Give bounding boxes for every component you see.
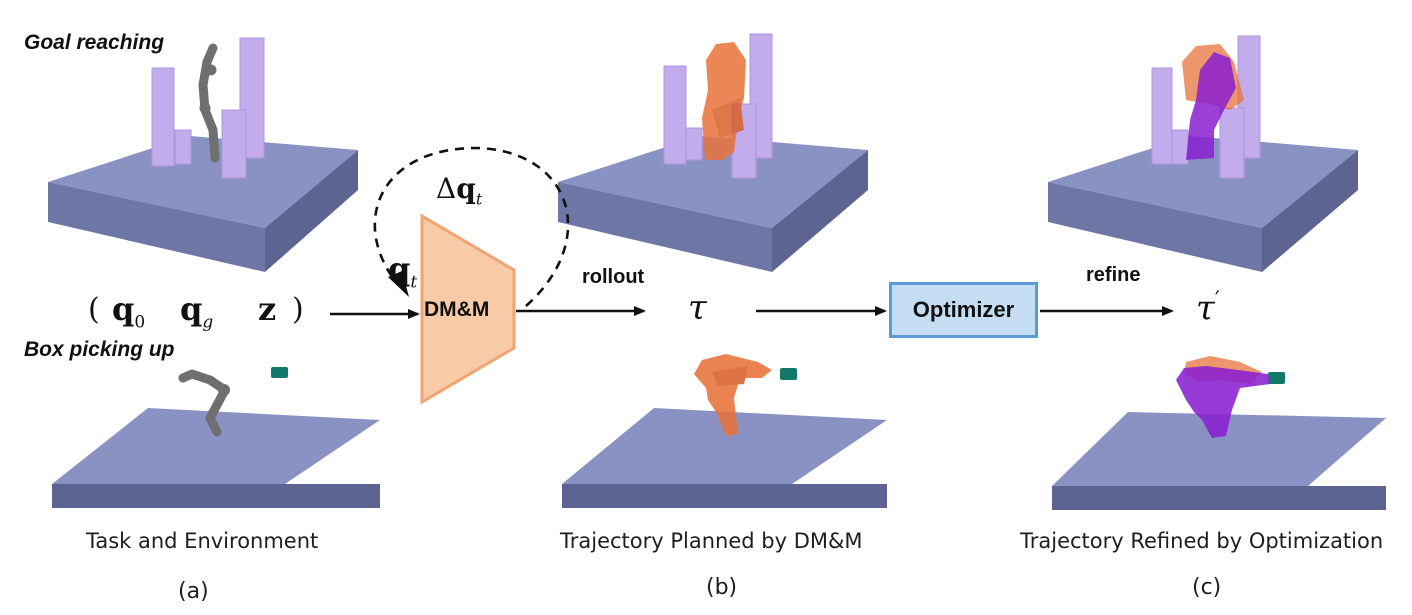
scene-c-box [1052, 356, 1386, 510]
model-input-sub: t [410, 272, 418, 293]
input-qg-base: q [180, 290, 203, 328]
input-qg-sub: g [202, 312, 214, 333]
edge-label-rollout: rollout [582, 266, 645, 288]
trajectory-tau: τ [688, 288, 707, 328]
obstacles [151, 37, 265, 179]
platform-top [52, 408, 380, 484]
caption-b: Trajectory Planned by DM&M [560, 529, 863, 553]
input-close-paren: ) [292, 292, 304, 327]
dmm-model-shape [420, 213, 516, 405]
input-q0-sub: 0 [134, 312, 146, 333]
feedback-q: q [456, 172, 476, 205]
optimizer-box: Optimizer [889, 282, 1038, 338]
model-input-q: q [388, 250, 411, 288]
platform-front [48, 182, 265, 272]
platform-top [48, 136, 358, 228]
scene-b-box [562, 354, 887, 508]
input-open-paren: ( [88, 292, 100, 327]
panel-label-b: (b) [706, 575, 738, 600]
platform-right [265, 150, 358, 272]
model-label: DM&M [424, 298, 490, 321]
robot-gray [178, 369, 230, 437]
robot-gray [198, 43, 220, 163]
input-qg: qg [180, 290, 213, 332]
feedback-label: Δqt [436, 172, 482, 209]
input-q0: q0 [112, 290, 145, 332]
feedback-arrowhead [388, 271, 409, 297]
scene-a-box [52, 367, 380, 508]
panel-label-a: (a) [178, 579, 209, 604]
robot-purple-refined [1176, 366, 1270, 438]
feedback-delta: Δ [436, 172, 457, 205]
trajectory-tau-prime-base: τ [1196, 288, 1215, 329]
target-box [271, 367, 288, 378]
input-z: z [258, 290, 277, 328]
optimizer-label: Optimizer [912, 297, 1015, 322]
scene-a-goal [48, 37, 358, 272]
caption-c: Trajectory Refined by Optimization [1020, 529, 1384, 553]
panel-label-c: (c) [1192, 575, 1222, 600]
robot-orange-swept [702, 42, 746, 160]
trajectory-tau-prime: τ′ [1196, 288, 1220, 328]
input-q0-base: q [112, 290, 135, 328]
model-input-label: qt [388, 250, 417, 292]
caption-a: Task and Environment [86, 529, 319, 553]
robot-purple-refined [1186, 52, 1236, 160]
row-label-box-picking: Box picking up [24, 338, 175, 361]
robot-orange-swept [694, 354, 772, 436]
trajectory-prime-mark: ′ [1214, 288, 1220, 313]
feedback-loop-arrow [373, 146, 570, 307]
feedback-sub: t [475, 189, 483, 209]
scene-c-goal [1048, 35, 1358, 272]
edge-label-refine: refine [1086, 264, 1141, 286]
platform-front [52, 484, 380, 508]
row-label-goal-reaching: Goal reaching [24, 31, 165, 54]
scene-b-goal [558, 33, 868, 272]
